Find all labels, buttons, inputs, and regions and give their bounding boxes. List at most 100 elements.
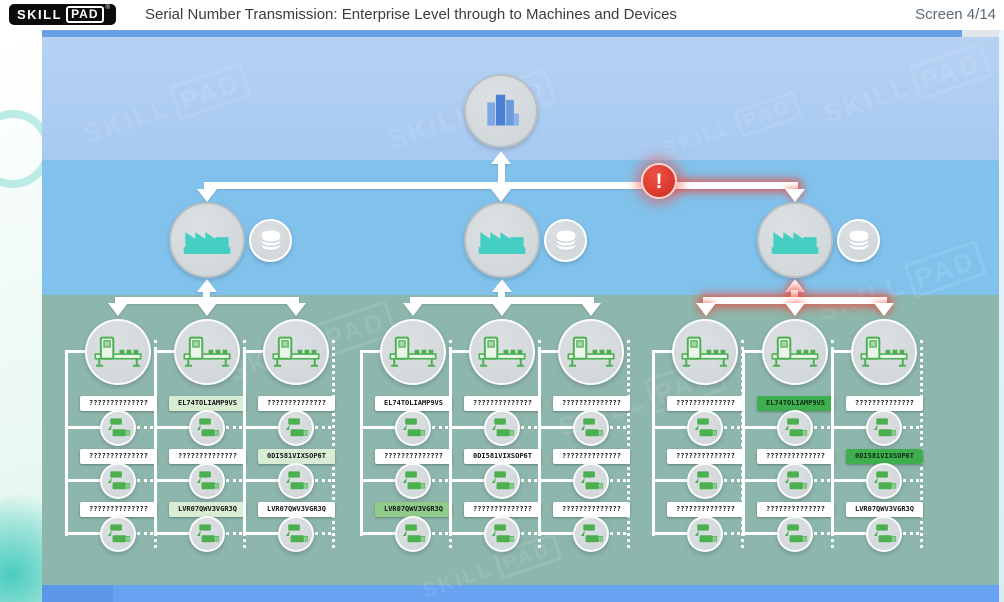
labeling-device-icon <box>870 416 898 441</box>
device-node <box>189 463 225 499</box>
labeling-device-icon <box>577 416 605 441</box>
database-icon <box>551 226 581 256</box>
device-node <box>866 463 902 499</box>
serial-label: 0DI581VIXSOP6T <box>258 449 335 464</box>
labeling-device-icon <box>193 522 221 547</box>
production-machine-icon <box>388 335 438 370</box>
database-node-3 <box>837 219 880 262</box>
arrow-down-machine-1 <box>108 303 128 316</box>
serial-label: ?????????????? <box>553 502 630 517</box>
device-node <box>484 463 520 499</box>
device-node <box>395 463 431 499</box>
machine-node <box>558 319 624 385</box>
alert-exclamation: ! <box>655 170 663 193</box>
machine-column-5: ?????????????? 0DI581VIXSOP6T ??????????… <box>449 300 557 558</box>
database-node-1 <box>249 219 292 262</box>
machine-column-3: ?????????????? 0DI581VIXSOP6T LVR07QWV3V… <box>243 300 351 558</box>
device-node <box>278 463 314 499</box>
registered-mark: ® <box>105 5 110 11</box>
serial-label: LVR07QWV3VGR3Q <box>846 502 923 517</box>
labeling-device-icon <box>193 469 221 494</box>
plant-3-rail-alert <box>703 297 887 304</box>
machine-node <box>380 319 446 385</box>
skillpad-logo: SKILL PAD ® <box>9 4 116 25</box>
labeling-device-icon <box>577 522 605 547</box>
alert-icon: ! <box>641 163 677 199</box>
labeling-device-icon <box>282 416 310 441</box>
labeling-device-icon <box>282 522 310 547</box>
machine-column-6: ?????????????? ?????????????? ??????????… <box>538 300 646 558</box>
labeling-device-icon <box>399 522 427 547</box>
serial-label: ?????????????? <box>464 396 541 411</box>
production-machine-icon <box>566 335 616 370</box>
machine-node <box>85 319 151 385</box>
left-margin-decoration <box>0 30 42 602</box>
device-node <box>189 516 225 552</box>
plant-node-2 <box>464 202 540 278</box>
production-machine-icon <box>93 335 143 370</box>
labeling-device-icon <box>781 469 809 494</box>
enterprise-node <box>464 74 538 148</box>
labeling-device-icon <box>488 522 516 547</box>
right-margin-decoration <box>999 30 1004 602</box>
production-machine-icon <box>182 335 232 370</box>
arrow-up-to-plant-2 <box>492 279 512 292</box>
progress-bar-fill <box>42 30 962 37</box>
labeling-device-icon <box>781 416 809 441</box>
device-node <box>100 463 136 499</box>
machine-column-9: ?????????????? 0DI581VIXSOP6T LVR07QWV3V… <box>831 300 939 558</box>
device-node <box>866 410 902 446</box>
teal-swirl-decoration <box>0 492 42 602</box>
header-bar: SKILL PAD ® Serial Number Transmission: … <box>0 0 1004 30</box>
logo-text-skill: SKILL <box>17 7 63 22</box>
enterprise-buildings-icon <box>477 87 525 135</box>
database-icon <box>844 226 874 256</box>
production-machine-icon <box>477 335 527 370</box>
machine-node <box>851 319 917 385</box>
device-node <box>100 516 136 552</box>
labeling-device-icon <box>870 522 898 547</box>
labeling-device-icon <box>691 416 719 441</box>
labeling-device-icon <box>781 522 809 547</box>
labeling-device-icon <box>691 522 719 547</box>
machine-node <box>174 319 240 385</box>
device-node <box>100 410 136 446</box>
serial-label: ?????????????? <box>553 396 630 411</box>
device-node <box>687 516 723 552</box>
plant-2-connector <box>498 290 505 300</box>
arrow-down-to-plant-3-alert <box>785 189 805 202</box>
device-node <box>395 410 431 446</box>
teal-ring-decoration <box>0 110 42 188</box>
device-node <box>484 516 520 552</box>
labeling-device-icon <box>104 522 132 547</box>
machine-node <box>469 319 535 385</box>
arrow-down-machine-8-alert <box>785 303 805 316</box>
device-node <box>687 463 723 499</box>
device-node <box>278 516 314 552</box>
serial-label: ?????????????? <box>80 396 157 411</box>
production-machine-icon <box>680 335 730 370</box>
device-node <box>866 516 902 552</box>
machine-node <box>263 319 329 385</box>
arrow-up-to-enterprise <box>491 151 511 164</box>
labeling-device-icon <box>104 469 132 494</box>
device-node <box>777 463 813 499</box>
labeling-device-icon <box>488 416 516 441</box>
progress-bar-track <box>962 30 999 37</box>
serial-label: EL74TOLIAMP9VS <box>757 396 834 411</box>
arrow-down-to-plant-2 <box>491 189 511 202</box>
device-node <box>573 410 609 446</box>
labeling-device-icon <box>399 469 427 494</box>
serial-label: ?????????????? <box>667 449 744 464</box>
device-node <box>573 516 609 552</box>
arrow-down-machine-3 <box>286 303 306 316</box>
serial-label: ?????????????? <box>846 396 923 411</box>
arrow-down-machine-9-alert <box>874 303 894 316</box>
serial-label: 0DI581VIXSOP6T <box>464 449 541 464</box>
production-machine-icon <box>770 335 820 370</box>
serial-label: ?????????????? <box>80 502 157 517</box>
plant-node-1 <box>169 202 245 278</box>
bottom-bar <box>42 585 999 602</box>
factory-icon <box>477 222 527 259</box>
labeling-device-icon <box>691 469 719 494</box>
